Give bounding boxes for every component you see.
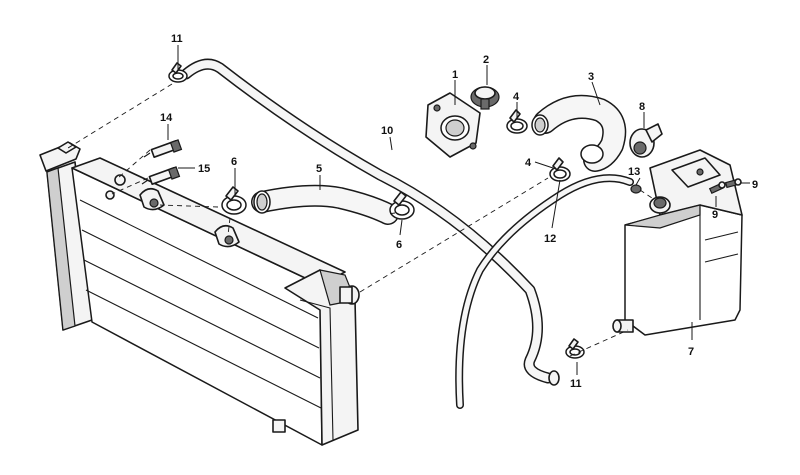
clamp-11-lower (565, 338, 585, 359)
clamp-6-right (389, 191, 415, 220)
hose-5 (251, 184, 399, 225)
elbow-hose (531, 95, 627, 172)
callout-13: 13 (628, 166, 640, 178)
expansion-cap (629, 123, 663, 158)
callout-15: 15 (198, 163, 210, 175)
temperature-sensor-15 (141, 166, 181, 186)
hose-10 (180, 58, 560, 386)
callout-2: 2 (483, 54, 489, 66)
callout-12: 12 (544, 233, 556, 245)
callout-3: 3 (588, 71, 594, 83)
callout-9-right: 9 (752, 179, 758, 191)
callout-11-upper: 11 (171, 33, 183, 45)
screw-9-left (708, 181, 726, 195)
clamp-13 (630, 184, 642, 194)
callout-14: 14 (160, 112, 173, 124)
callout-9-left: 9 (712, 209, 718, 221)
callout-8: 8 (639, 101, 645, 113)
hose-12 (455, 174, 634, 409)
screw-9-right (724, 178, 742, 189)
callout-labels: 1 2 3 4 4 5 6 6 7 8 9 9 10 11 11 12 13 1… (160, 33, 758, 390)
callout-4-lower: 4 (525, 157, 532, 169)
callout-5: 5 (316, 163, 322, 175)
callout-1: 1 (452, 69, 458, 81)
leader-lines (167, 45, 750, 375)
thermostat-housing (425, 92, 481, 158)
callout-4-upper: 4 (513, 91, 520, 103)
callout-10: 10 (381, 125, 393, 137)
callout-6-left: 6 (231, 156, 237, 168)
clamp-6-left (221, 186, 247, 215)
callout-6-right: 6 (396, 239, 402, 251)
callout-7: 7 (688, 346, 694, 358)
thermostat (470, 86, 500, 110)
alignment-lines (67, 83, 653, 357)
callout-11-lower: 11 (570, 378, 582, 390)
radiator (39, 141, 360, 446)
expansion-tank (612, 149, 743, 336)
clamp-4-lower (549, 157, 571, 182)
temperature-sensor-14 (143, 139, 183, 159)
